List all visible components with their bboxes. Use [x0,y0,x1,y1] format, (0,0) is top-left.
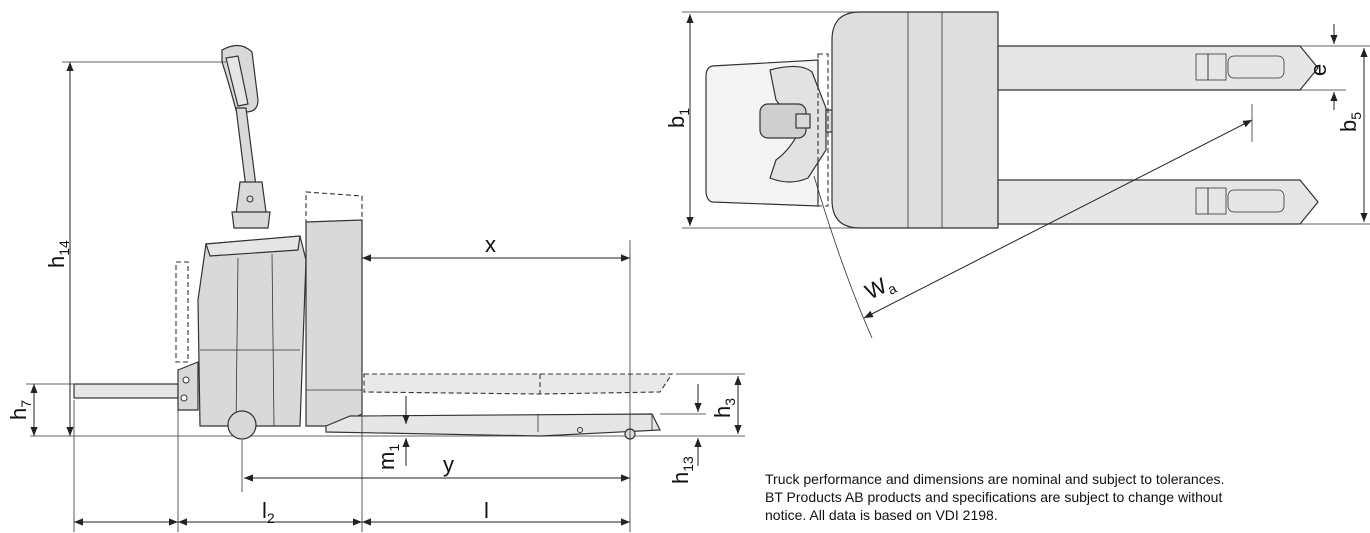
notice-line-3: notice. All data is based on VDI 2198. [765,507,998,523]
fork-top-lower [997,179,1319,225]
notice-text: Truck performance and dimensions are nom… [765,470,1370,524]
side-view [26,44,745,532]
label-l: l [484,498,489,523]
label-h7: h7 [6,400,34,420]
folding-platform [73,383,179,399]
label-h14: h14 [44,240,72,268]
chassis-body [197,235,307,427]
notice-line-2: BT Products AB products and specificatio… [765,489,1223,505]
label-e: e [1306,64,1331,76]
fork-top-upper [997,45,1319,91]
battery-cover [305,219,363,427]
top-view [682,11,1370,339]
tiller-base [231,211,271,229]
label-x: x [485,232,496,257]
notice-line-1: Truck performance and dimensions are nom… [765,471,1225,487]
drive-wheel [227,410,257,440]
tiller-joint [235,181,267,215]
label-l2: l2 [262,498,275,526]
label-b5: b5 [1336,112,1364,132]
tiller-grip [225,55,249,107]
platform-dashed [175,261,189,363]
label-h3: h3 [710,398,738,418]
tiller-arm [235,107,257,189]
label-y: y [443,452,454,477]
dimension-labels: h14 h7 x y m1 h3 h13 l2 l b1 b5 e Wa [6,64,1364,526]
label-b1: b1 [664,108,692,128]
label-h13: h13 [668,456,696,484]
label-wa: Wa [861,269,899,307]
label-m1: m1 [374,444,402,470]
fork-lowered [325,413,661,437]
chassis-top-view [831,11,999,229]
raised-panel-dashed [305,191,363,223]
chassis-top [205,235,301,257]
fork-raised-dashed [363,373,674,395]
